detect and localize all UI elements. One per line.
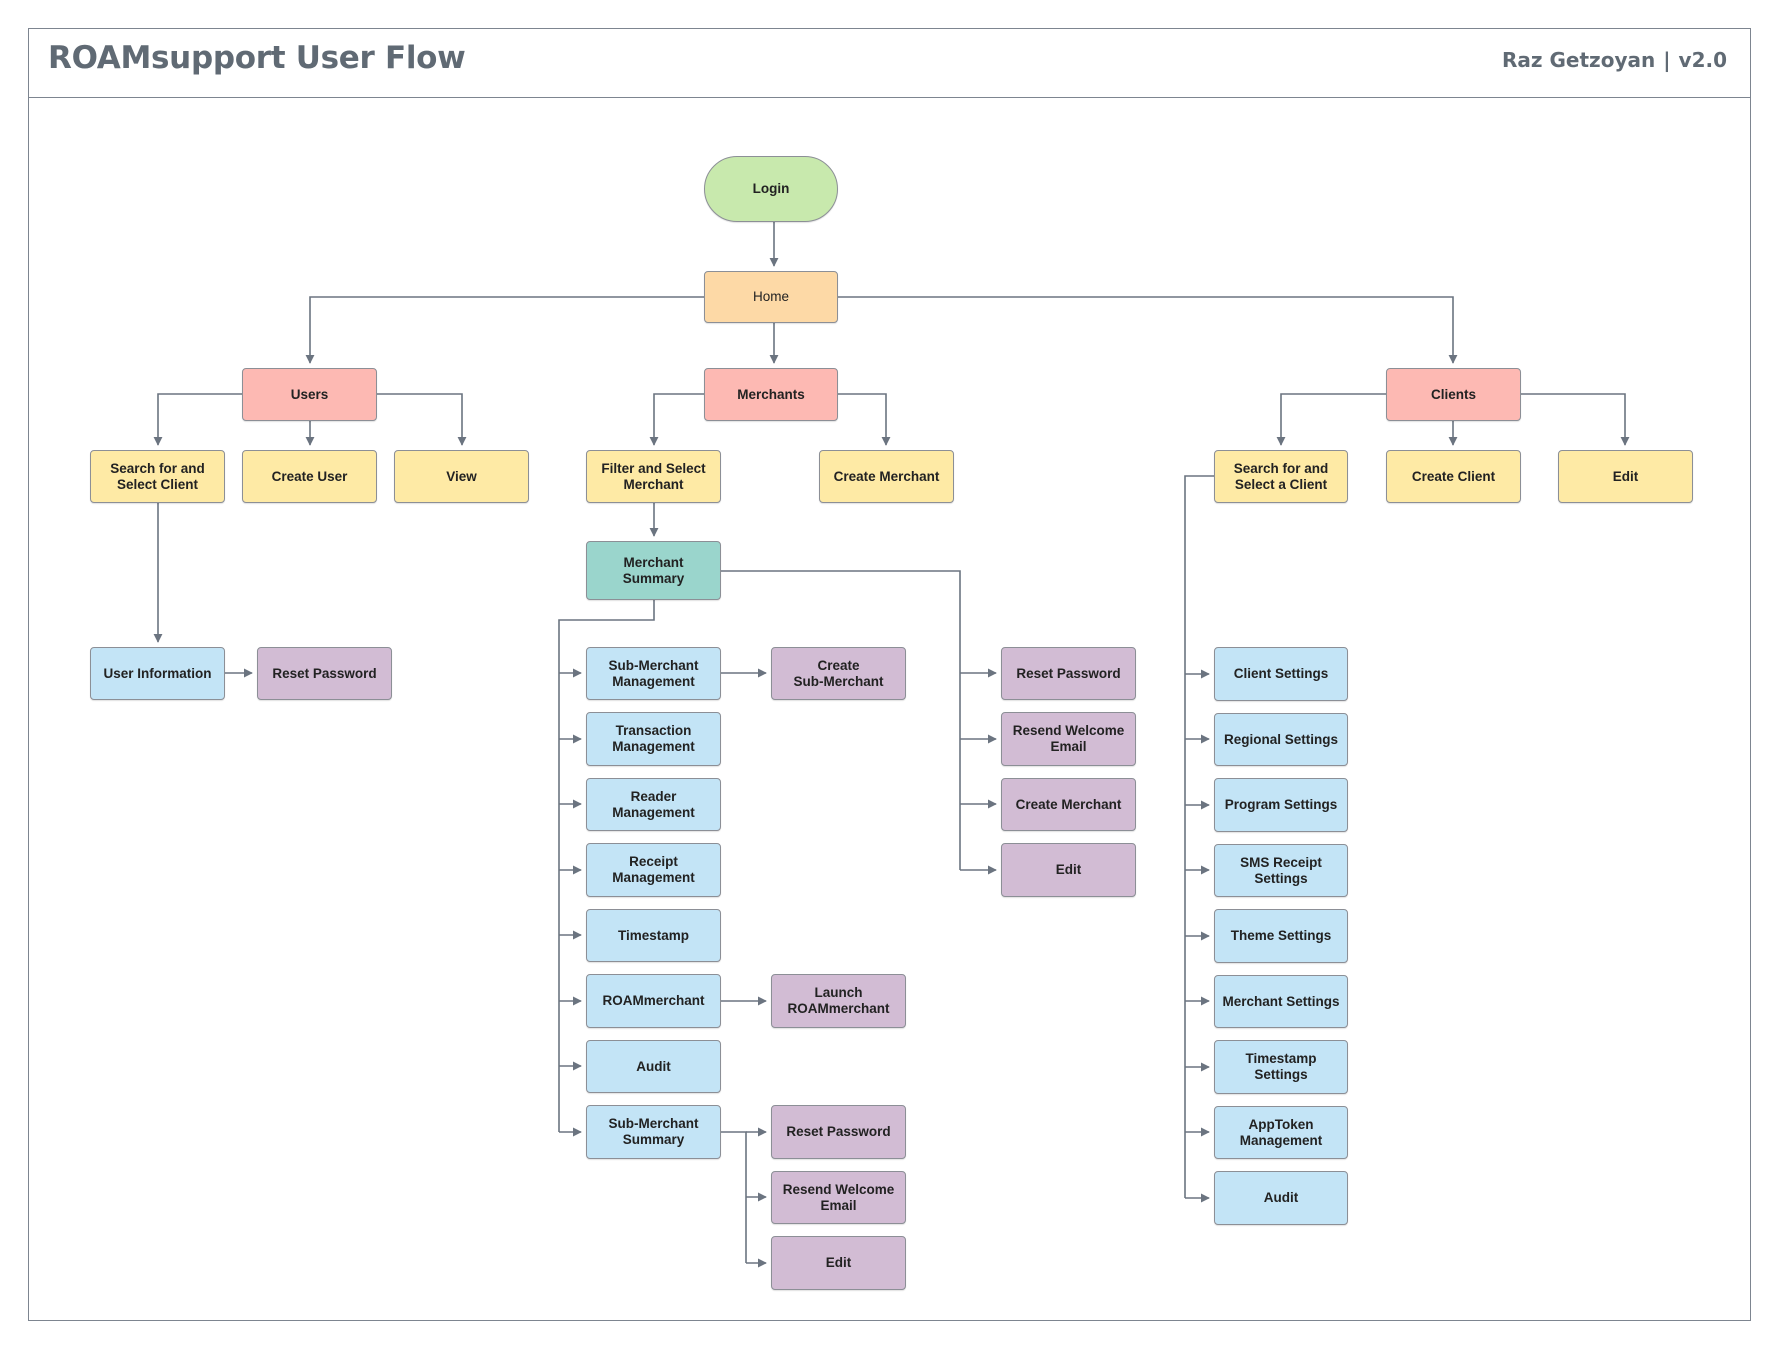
node-clients: Clients bbox=[1386, 368, 1521, 421]
node-roammerchant: ROAMmerchant bbox=[586, 974, 721, 1028]
page-title: ROAMsupport User Flow bbox=[48, 40, 466, 76]
node-receipt-management: Receipt Management bbox=[586, 843, 721, 897]
connector-merchants-to-filter bbox=[649, 393, 704, 446]
author-version: Raz Getzoyan | v2.0 bbox=[1502, 48, 1727, 72]
node-timestamp-settings: Timestamp Settings bbox=[1214, 1040, 1348, 1094]
node-create-user: Create User bbox=[242, 450, 377, 503]
node-theme-settings: Theme Settings bbox=[1214, 909, 1348, 963]
connector-users-to-search bbox=[153, 393, 242, 446]
node-view: View bbox=[394, 450, 529, 503]
node-user-information: User Information bbox=[90, 647, 225, 700]
node-sub-resend-welcome-email: Resend Welcome Email bbox=[771, 1171, 906, 1224]
connector-clients-to-search bbox=[1276, 393, 1386, 446]
connector-merchants-to-create bbox=[838, 393, 891, 446]
connector-home-to-clients bbox=[838, 296, 1458, 364]
node-create-merchant: Create Merchant bbox=[819, 450, 954, 503]
node-apptoken-management: AppToken Management bbox=[1214, 1106, 1348, 1159]
node-sub-merchant-management: Sub-Merchant Management bbox=[586, 647, 721, 700]
author-name: Raz Getzoyan bbox=[1502, 48, 1656, 72]
node-sub-reset-password: Reset Password bbox=[771, 1105, 906, 1159]
node-login: Login bbox=[704, 156, 838, 222]
node-client-edit: Edit bbox=[1558, 450, 1693, 503]
node-filter-select-merchant: Filter and Select Merchant bbox=[586, 450, 721, 503]
node-home: Home bbox=[704, 271, 838, 323]
node-sub-edit: Edit bbox=[771, 1236, 906, 1290]
node-regional-settings: Regional Settings bbox=[1214, 713, 1348, 766]
node-merchant-settings: Merchant Settings bbox=[1214, 975, 1348, 1028]
header-divider bbox=[28, 97, 1751, 98]
node-transaction-management: Transaction Management bbox=[586, 712, 721, 766]
connector-users-to-view bbox=[377, 393, 467, 446]
node-client-audit: Audit bbox=[1214, 1171, 1348, 1225]
node-users: Users bbox=[242, 368, 377, 421]
node-timestamp: Timestamp bbox=[586, 909, 721, 962]
node-launch-roammerchant: Launch ROAMmerchant bbox=[771, 974, 906, 1028]
node-reader-management: Reader Management bbox=[586, 778, 721, 831]
connector-summary-left-trunk bbox=[558, 600, 655, 1132]
node-search-select-a-client: Search for and Select a Client bbox=[1214, 450, 1348, 503]
separator: | bbox=[1663, 48, 1671, 72]
node-merchant-create-merchant: Create Merchant bbox=[1001, 778, 1136, 831]
node-program-settings: Program Settings bbox=[1214, 778, 1348, 832]
diagram-frame bbox=[28, 28, 1751, 1321]
node-search-select-client: Search for and Select Client bbox=[90, 450, 225, 503]
node-merchant-reset-password: Reset Password bbox=[1001, 647, 1136, 700]
connector-summary-right-trunk bbox=[721, 570, 961, 870]
node-create-sub-merchant: Create Sub-Merchant bbox=[771, 647, 906, 700]
node-merchants: Merchants bbox=[704, 368, 838, 421]
connector-clients-to-edit bbox=[1521, 393, 1630, 446]
node-user-reset-password: Reset Password bbox=[257, 647, 392, 700]
node-sms-receipt-settings: SMS Receipt Settings bbox=[1214, 844, 1348, 897]
node-merchant-resend-welcome-email: Resend Welcome Email bbox=[1001, 712, 1136, 766]
node-merchant-edit: Edit bbox=[1001, 843, 1136, 897]
node-client-settings: Client Settings bbox=[1214, 647, 1348, 701]
version-label: v2.0 bbox=[1678, 48, 1727, 72]
node-merchant-summary: Merchant Summary bbox=[586, 541, 721, 600]
connector-client-trunk bbox=[1184, 475, 1214, 1198]
connector-sub-summary-trunk bbox=[721, 1131, 747, 1263]
connector-home-to-users bbox=[305, 296, 704, 364]
node-audit: Audit bbox=[586, 1040, 721, 1093]
node-create-client: Create Client bbox=[1386, 450, 1521, 503]
node-sub-merchant-summary: Sub-Merchant Summary bbox=[586, 1105, 721, 1159]
